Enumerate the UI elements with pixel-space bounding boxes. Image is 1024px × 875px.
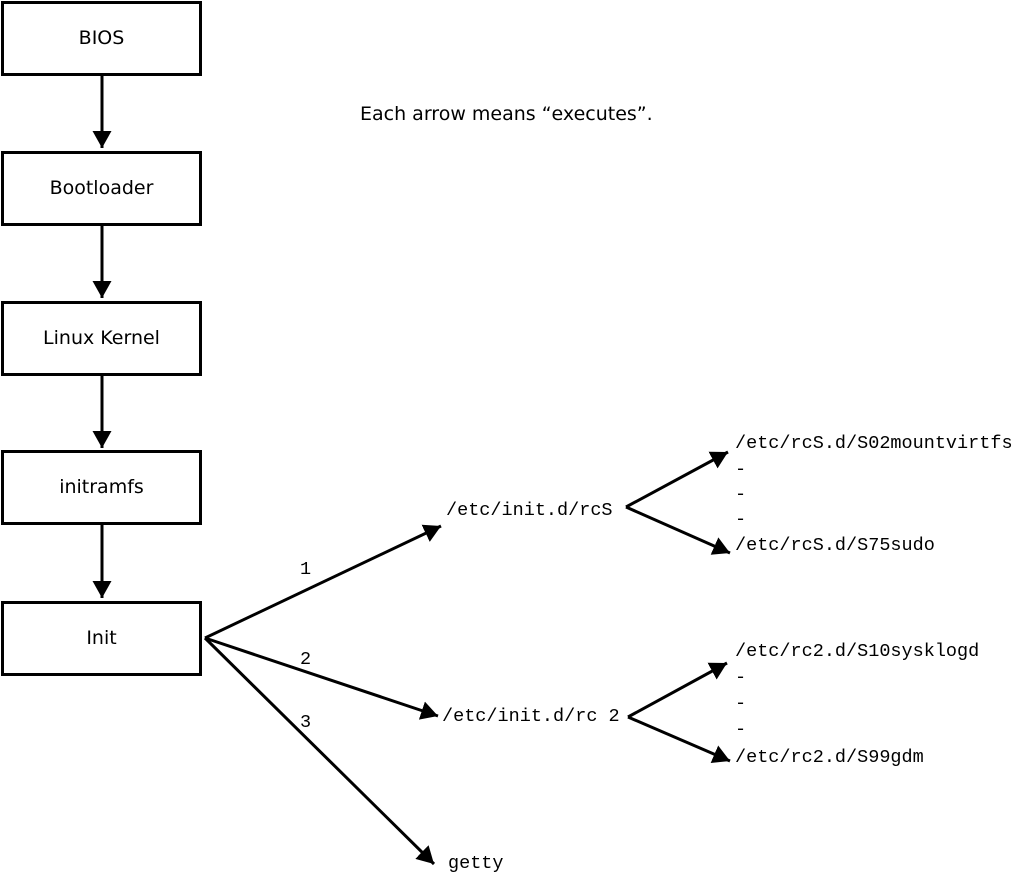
- label-rcs-first-entry: /etc/rcS.d/S02mountvirtfs: [735, 433, 1013, 454]
- arrow-rcs-to-s02: [625, 450, 729, 509]
- arrow-number-1: 1: [300, 559, 312, 580]
- label-rc2-dash-2: -: [735, 693, 747, 714]
- box-bootloader: Bootloader: [1, 151, 202, 226]
- box-linux-kernel-label: Linux Kernel: [43, 327, 160, 349]
- label-rcs-last-entry: /etc/rcS.d/S75sudo: [735, 535, 935, 556]
- box-initramfs-label: initramfs: [59, 476, 144, 498]
- label-rc2-first-entry: /etc/rc2.d/S10sysklogd: [735, 641, 980, 662]
- box-linux-kernel: Linux Kernel: [1, 301, 202, 376]
- box-bios-label: BIOS: [78, 27, 125, 49]
- label-rc2-dash-3: -: [735, 719, 747, 740]
- box-bios: BIOS: [1, 1, 202, 76]
- arrow-rc2-to-s10: [627, 661, 728, 719]
- arrow-rcs-to-s75: [625, 505, 731, 555]
- box-init: Init: [1, 601, 202, 676]
- arrow-number-3: 3: [300, 712, 312, 733]
- arrow-number-2: 2: [300, 649, 312, 670]
- label-rc2-dash-1: -: [735, 667, 747, 688]
- label-etc-init-d-rcs: /etc/init.d/rcS: [446, 500, 613, 521]
- label-etc-init-d-rc2: /etc/init.d/rc 2: [442, 706, 620, 727]
- box-bootloader-label: Bootloader: [49, 177, 154, 199]
- label-getty: getty: [448, 853, 504, 874]
- arrow-rc2-to-s99: [627, 715, 731, 763]
- arrow-init-to-getty: [203, 636, 436, 866]
- arrow-init-to-rcs: [204, 524, 442, 640]
- label-rcs-dash-1: -: [735, 459, 747, 480]
- box-initramfs: initramfs: [1, 450, 202, 525]
- box-init-label: Init: [86, 627, 117, 649]
- arrow-init-to-rc2: [204, 636, 439, 720]
- label-rc2-last-entry: /etc/rc2.d/S99gdm: [735, 747, 924, 768]
- label-rcs-dash-2: -: [735, 484, 747, 505]
- label-rcs-dash-3: -: [735, 509, 747, 530]
- legend-note: Each arrow means “executes”.: [360, 103, 653, 125]
